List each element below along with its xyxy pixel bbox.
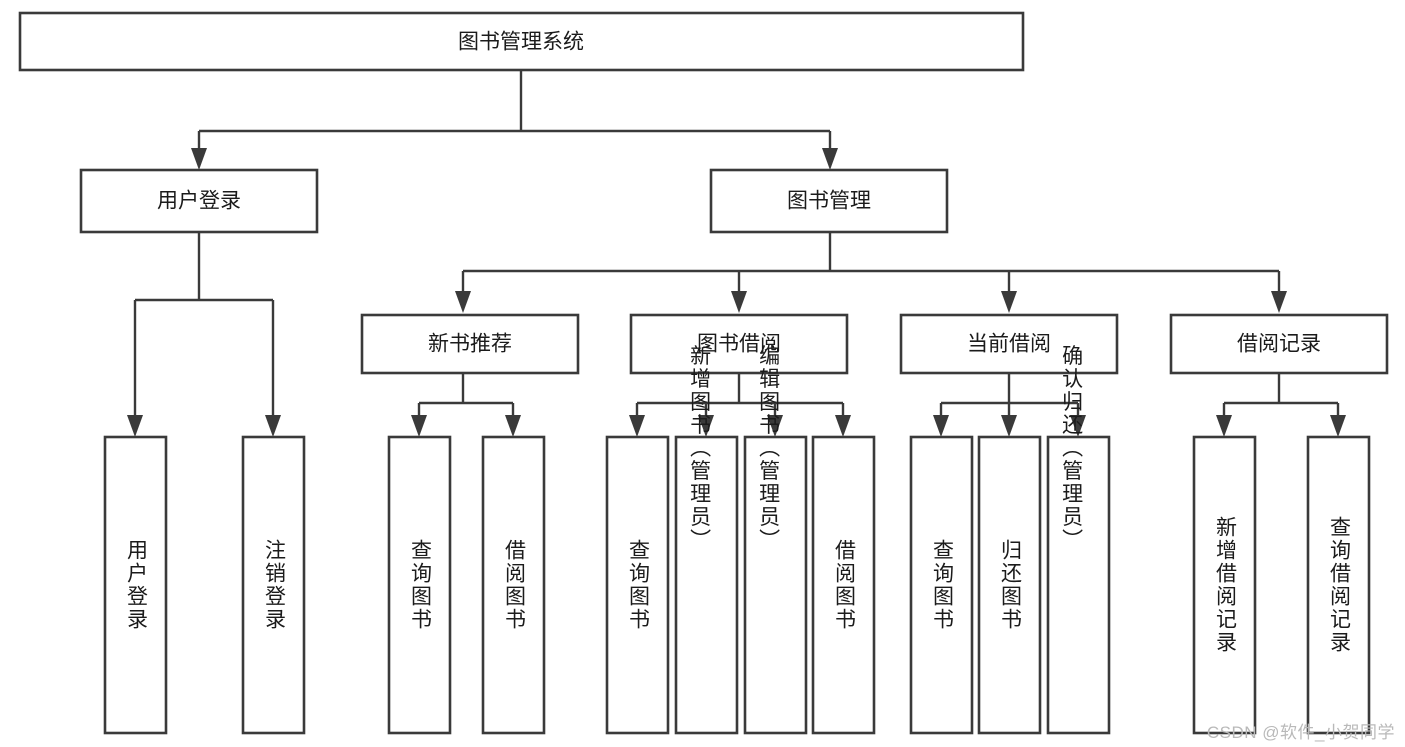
leaf-edit-book-box[interactable] <box>743 435 808 735</box>
leaf-borrow-book-1[interactable]: 借阅图书 <box>481 435 546 735</box>
arrow-head-leaf-return-book <box>1001 415 1017 437</box>
node-current-borrow-label: 当前借阅 <box>967 333 1051 356</box>
leaf-logout-login-box[interactable] <box>241 435 306 735</box>
leaf-add-book-box[interactable] <box>674 435 739 735</box>
leaf-query-record-label: 查询借阅记录 <box>1328 516 1352 654</box>
leaf-query-book-2-label: 查询图书 <box>627 539 651 631</box>
arrow-head-leaf-borrow-book-1 <box>505 415 521 437</box>
arrow-head-leaf-add-book <box>698 415 714 437</box>
node-borrow-record-box[interactable] <box>1169 313 1389 375</box>
leaf-confirm-return-label: 确认归还（管理员） <box>1060 345 1084 552</box>
node-book-manage[interactable]: 图书管理 <box>709 168 949 234</box>
node-user-login-box[interactable] <box>79 168 319 234</box>
leaf-query-record[interactable]: 查询借阅记录 <box>1306 435 1371 735</box>
leaf-query-book-3[interactable]: 查询图书 <box>909 435 974 735</box>
node-root[interactable]: 图书管理系统 <box>18 11 1025 72</box>
leaf-query-book-1-box[interactable] <box>387 435 452 735</box>
node-book-borrow-label: 图书借阅 <box>697 333 781 356</box>
connector-group <box>127 70 1346 437</box>
node-book-manage-box[interactable] <box>709 168 949 234</box>
leaf-user-login-box[interactable] <box>103 435 168 735</box>
leaf-borrow-book-1-label: 借阅图书 <box>503 539 527 631</box>
node-new-book-rec-box[interactable] <box>360 313 580 375</box>
leaf-query-book-2[interactable]: 查询图书 <box>605 435 670 735</box>
leaf-add-record-box[interactable] <box>1192 435 1257 735</box>
leaf-user-login-label: 用户登录 <box>125 539 149 631</box>
node-root-label: 图书管理系统 <box>458 31 584 54</box>
arrow-head-book-manage <box>822 148 838 170</box>
leaf-query-record-box[interactable] <box>1306 435 1371 735</box>
arrow-head-leaf-user-login <box>127 415 143 437</box>
arrow-head-book-borrow <box>731 291 747 313</box>
node-borrow-record[interactable]: 借阅记录 <box>1169 313 1389 375</box>
leaf-user-login[interactable]: 用户登录 <box>103 435 168 735</box>
node-current-borrow[interactable]: 当前借阅 <box>899 313 1119 375</box>
arrow-head-current-borrow <box>1001 291 1017 313</box>
arrow-head-leaf-query-book-1 <box>411 415 427 437</box>
arrow-head-leaf-query-record <box>1330 415 1346 437</box>
arrow-head-leaf-confirm-return <box>1070 415 1086 437</box>
leaf-confirm-return-box[interactable] <box>1046 435 1111 735</box>
leaf-borrow-book-2[interactable]: 借阅图书 <box>811 435 876 735</box>
leaf-query-book-3-box[interactable] <box>909 435 974 735</box>
leaf-borrow-book-2-box[interactable] <box>811 435 876 735</box>
leaf-borrow-book-2-label: 借阅图书 <box>833 539 857 631</box>
leaf-borrow-book-1-box[interactable] <box>481 435 546 735</box>
leaf-add-record-label: 新增借阅记录 <box>1214 516 1238 654</box>
arrow-head-borrow-record <box>1271 291 1287 313</box>
arrow-head-leaf-query-book-2 <box>629 415 645 437</box>
leaf-logout-login-label: 注销登录 <box>263 539 287 631</box>
leaf-edit-book-label: 编辑图书（管理员） <box>757 345 781 552</box>
csdn-watermark: CSDN @软件_小贺同学 <box>1206 723 1395 742</box>
node-user-login[interactable]: 用户登录 <box>79 168 319 234</box>
arrow-head-user-login <box>191 148 207 170</box>
arrow-head-leaf-borrow-book-2 <box>835 415 851 437</box>
node-new-book-rec[interactable]: 新书推荐 <box>360 313 580 375</box>
leaf-query-book-3-label: 查询图书 <box>931 539 955 631</box>
node-book-borrow[interactable]: 图书借阅 <box>629 313 849 375</box>
leaf-logout-login[interactable]: 注销登录 <box>241 435 306 735</box>
node-borrow-record-label: 借阅记录 <box>1237 333 1321 356</box>
node-user-login-label: 用户登录 <box>157 190 241 213</box>
leaf-query-book-1-label: 查询图书 <box>409 539 433 631</box>
leaf-query-book-1[interactable]: 查询图书 <box>387 435 452 735</box>
node-new-book-rec-label: 新书推荐 <box>428 333 512 356</box>
arrow-head-leaf-query-book-3 <box>933 415 949 437</box>
leaf-return-book-box[interactable] <box>977 435 1042 735</box>
leaf-edit-book[interactable]: 编辑图书（管理员） <box>743 345 808 735</box>
leaf-return-book[interactable]: 归还图书 <box>977 435 1042 735</box>
leaf-add-book-label: 新增图书（管理员） <box>688 345 712 552</box>
arrow-head-leaf-edit-book <box>767 415 783 437</box>
leaf-add-book[interactable]: 新增图书（管理员） <box>674 345 739 735</box>
leaf-confirm-return[interactable]: 确认归还（管理员） <box>1046 345 1111 735</box>
arrow-head-new-book-rec <box>455 291 471 313</box>
node-book-borrow-box[interactable] <box>629 313 849 375</box>
leaf-query-book-2-box[interactable] <box>605 435 670 735</box>
arrow-head-leaf-add-record <box>1216 415 1232 437</box>
node-book-manage-label: 图书管理 <box>787 190 871 213</box>
node-current-borrow-box[interactable] <box>899 313 1119 375</box>
node-root-box[interactable] <box>18 11 1025 72</box>
leaf-return-book-label: 归还图书 <box>999 539 1023 631</box>
leaf-add-record[interactable]: 新增借阅记录 <box>1192 435 1257 735</box>
arrow-head-leaf-logout-login <box>265 415 281 437</box>
